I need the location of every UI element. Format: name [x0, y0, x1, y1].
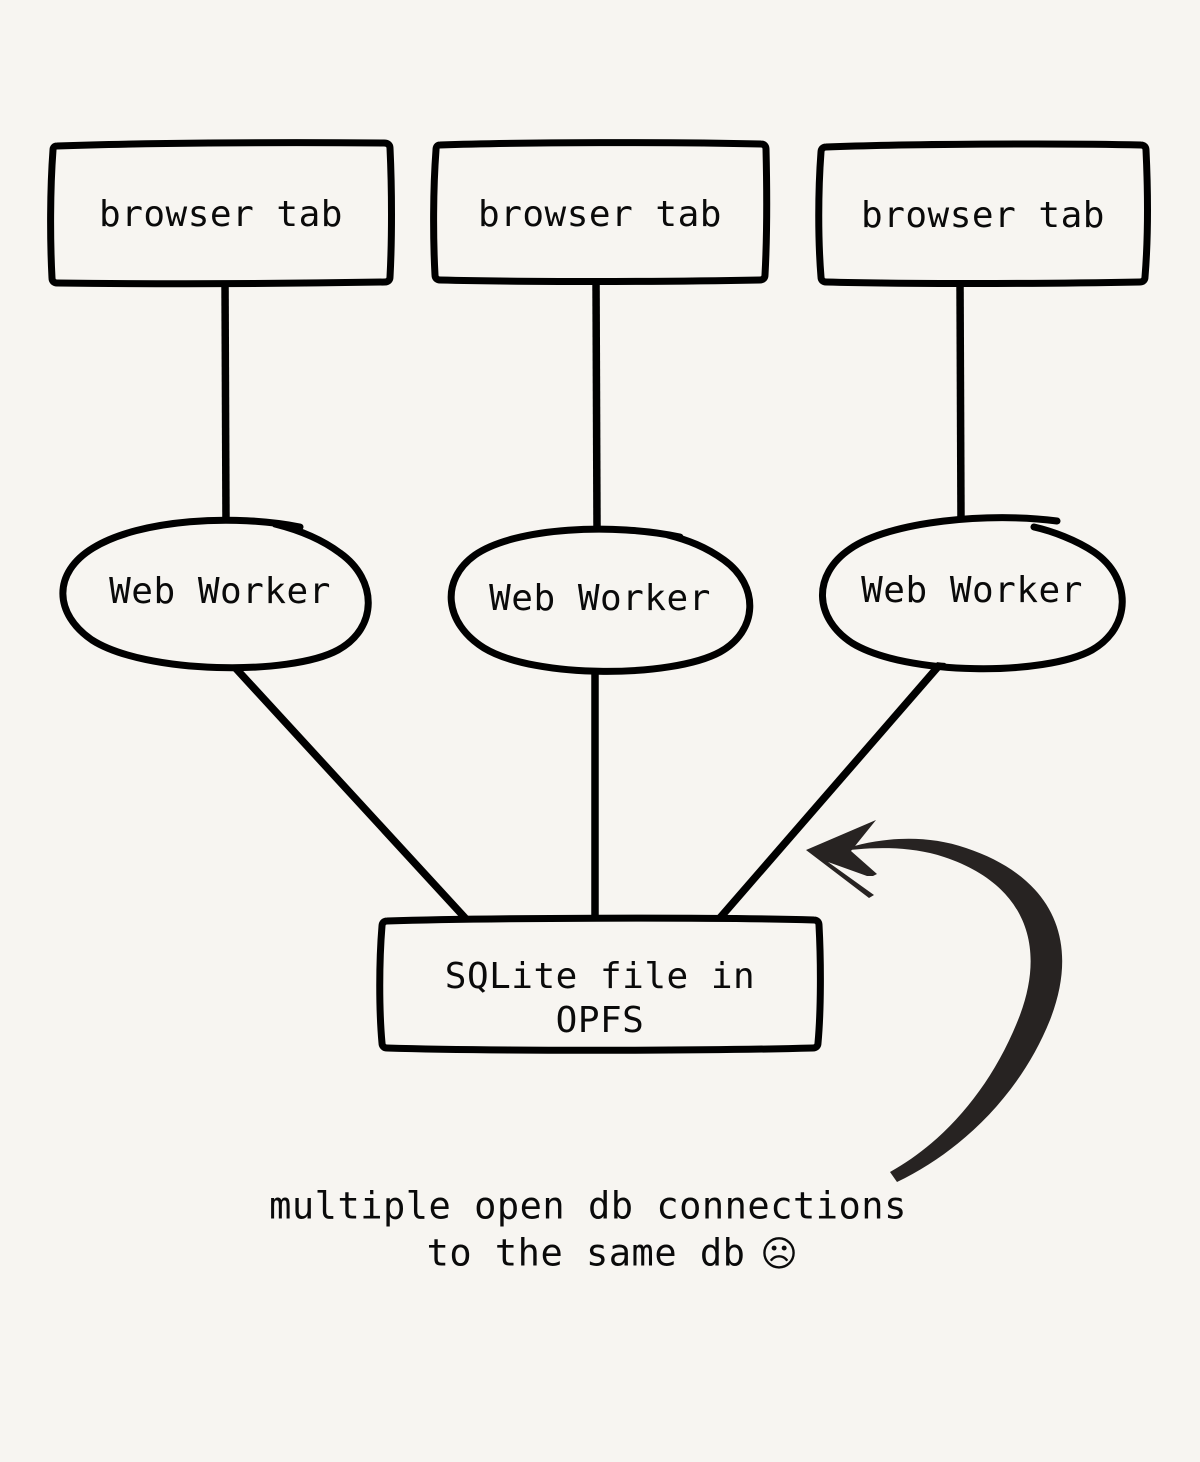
sqlite-store-box	[376, 914, 824, 1054]
browser-tab-box-2	[430, 139, 771, 285]
annotation-arrow	[806, 820, 1063, 1182]
web-worker-node-3[interactable]: Web Worker	[819, 514, 1126, 673]
web-worker-label-3: Web Worker	[861, 570, 1083, 611]
caption-line-1: multiple open db connections	[269, 1185, 907, 1228]
browser-tab-label-1: browser tab	[99, 194, 343, 235]
connector-worker3-store	[716, 658, 946, 922]
sqlite-store-label-line1: SQLite file in	[445, 956, 755, 997]
browser-tab-node-3[interactable]: browser tab	[815, 140, 1151, 287]
browser-tab-box-3	[815, 140, 1151, 287]
browser-tab-label-3: browser tab	[861, 195, 1105, 236]
caption-line-2: to the same db	[427, 1232, 746, 1275]
web-worker-ellipse-3	[819, 514, 1126, 673]
sqlite-store-node[interactable]: SQLite file in OPFS	[376, 914, 824, 1054]
web-worker-node-2[interactable]: Web Worker	[447, 525, 754, 675]
connector-tab3-worker3	[956, 279, 965, 522]
web-worker-label-2: Web Worker	[489, 578, 711, 619]
web-worker-node-1[interactable]: Web Worker	[58, 516, 374, 672]
web-worker-ellipse-1	[59, 516, 372, 672]
connector-worker1-store	[226, 658, 470, 923]
caption-block: multiple open db connections to the same…	[269, 1185, 907, 1276]
arrow-shaft	[836, 838, 1063, 1182]
connector-tab2-worker2	[592, 278, 601, 527]
sqlite-store-label-line2: OPFS	[556, 1000, 645, 1041]
browser-tab-node-2[interactable]: browser tab	[430, 139, 771, 285]
browser-tab-label-2: browser tab	[478, 194, 722, 235]
sad-face-icon: ☹	[760, 1234, 798, 1275]
connector-tab1-worker1	[221, 278, 230, 524]
web-worker-ellipse-2	[447, 525, 754, 675]
web-worker-label-1: Web Worker	[109, 571, 331, 612]
browser-tab-box-1	[47, 139, 395, 288]
arrow-head	[806, 820, 877, 898]
browser-tab-node-1[interactable]: browser tab	[47, 139, 395, 288]
